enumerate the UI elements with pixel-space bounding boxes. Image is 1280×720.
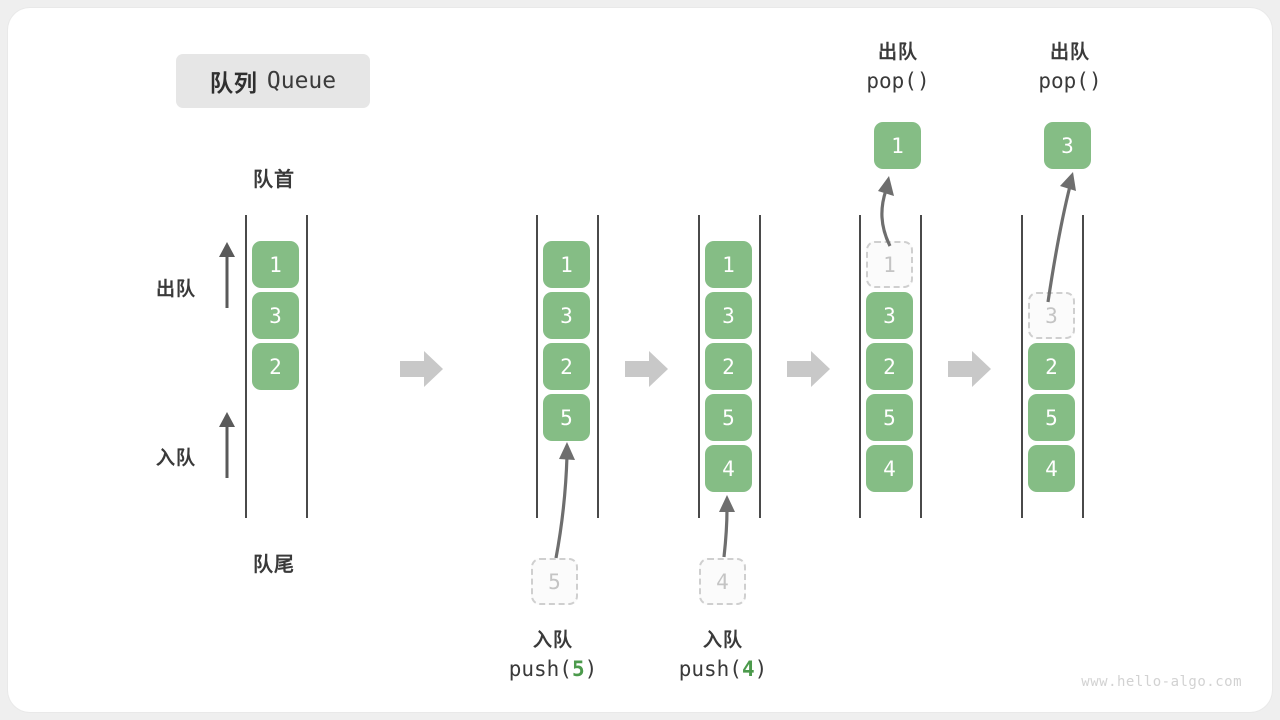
dequeue-direction-label: 出队 xyxy=(156,279,197,300)
queue-cell: 5 xyxy=(1028,394,1075,441)
push-4-label-code: push(4) xyxy=(678,656,768,681)
push-5-label: 入队 push(5) xyxy=(448,628,658,685)
queue-cell: 4 xyxy=(1028,445,1075,492)
queue-cell: 3 xyxy=(705,292,752,339)
queue-rail-right-1 xyxy=(306,215,308,518)
diagram-title-badge: 队列 Queue xyxy=(176,54,370,108)
enqueue-direction-label: 入队 xyxy=(156,448,197,469)
pop-2-label-code: pop() xyxy=(1038,68,1102,93)
push-5-label-cn: 入队 xyxy=(532,630,573,651)
push-4-label-cn: 入队 xyxy=(702,630,743,651)
queue-rail-left-2 xyxy=(536,215,538,518)
queue-cell: 4 xyxy=(866,445,913,492)
title-en: Queue xyxy=(266,68,337,94)
queue-cell: 1 xyxy=(252,241,299,288)
queue-cell: 3 xyxy=(543,292,590,339)
push-arrow-icon-4 xyxy=(706,493,748,558)
queue-rail-left-4 xyxy=(859,215,861,518)
pop-1-label-code: pop() xyxy=(866,68,930,93)
queue-cell: 2 xyxy=(1028,343,1075,390)
queue-cell: 2 xyxy=(866,343,913,390)
front-label: 队首 xyxy=(253,169,295,191)
popped-cell-value: 1 xyxy=(874,122,921,169)
queue-rail-right-3 xyxy=(759,215,761,518)
pop-2-label-cn: 出队 xyxy=(1049,42,1090,63)
enqueue-direction-arrow-icon xyxy=(214,412,240,478)
incoming-cell-value: 4 xyxy=(699,558,746,605)
flow-arrow-icon-3 xyxy=(787,349,831,389)
watermark: www.hello-algo.com xyxy=(1081,674,1242,690)
pop-1-label-cn: 出队 xyxy=(877,42,918,63)
flow-arrow-icon-2 xyxy=(625,349,669,389)
queue-rail-right-5 xyxy=(1082,215,1084,518)
pop-arrow-icon-1 xyxy=(864,174,912,247)
push-arrow-icon-5 xyxy=(536,440,578,559)
queue-cell: 1 xyxy=(705,241,752,288)
pop-1-label: 出队 pop() xyxy=(818,40,978,97)
push-4-label: 入队 push(4) xyxy=(618,628,828,685)
queue-cell: 5 xyxy=(705,394,752,441)
pop-arrow-icon-3 xyxy=(1028,170,1088,303)
incoming-element-5: 5 xyxy=(531,558,578,605)
popped-cell-value: 3 xyxy=(1044,122,1091,169)
queue-cell: 2 xyxy=(705,343,752,390)
queue-cell: 1 xyxy=(866,241,913,288)
queue-rail-right-4 xyxy=(920,215,922,518)
popped-element-1: 1 xyxy=(874,122,921,169)
popped-element-3: 3 xyxy=(1044,122,1091,169)
push-5-label-code: push(5) xyxy=(508,656,598,681)
incoming-cell-value: 5 xyxy=(531,558,578,605)
queue-cell: 4 xyxy=(705,445,752,492)
queue-cell: 2 xyxy=(252,343,299,390)
flow-arrow-icon-1 xyxy=(400,349,444,389)
flow-arrow-icon-4 xyxy=(948,349,992,389)
queue-cell: 1 xyxy=(543,241,590,288)
queue-rail-right-2 xyxy=(597,215,599,518)
queue-rail-left-1 xyxy=(245,215,247,518)
queue-cell: 3 xyxy=(252,292,299,339)
title-cn: 队列 xyxy=(209,70,258,96)
queue-cell: 5 xyxy=(866,394,913,441)
queue-rail-left-3 xyxy=(698,215,700,518)
queue-cell: 5 xyxy=(543,394,590,441)
queue-rail-left-5 xyxy=(1021,215,1023,518)
queue-cell: 3 xyxy=(1028,292,1075,339)
pop-2-label: 出队 pop() xyxy=(990,40,1150,97)
queue-cell: 2 xyxy=(543,343,590,390)
queue-cell: 3 xyxy=(866,292,913,339)
rear-label: 队尾 xyxy=(253,554,295,576)
incoming-element-4: 4 xyxy=(699,558,746,605)
dequeue-direction-arrow-icon xyxy=(214,242,240,308)
